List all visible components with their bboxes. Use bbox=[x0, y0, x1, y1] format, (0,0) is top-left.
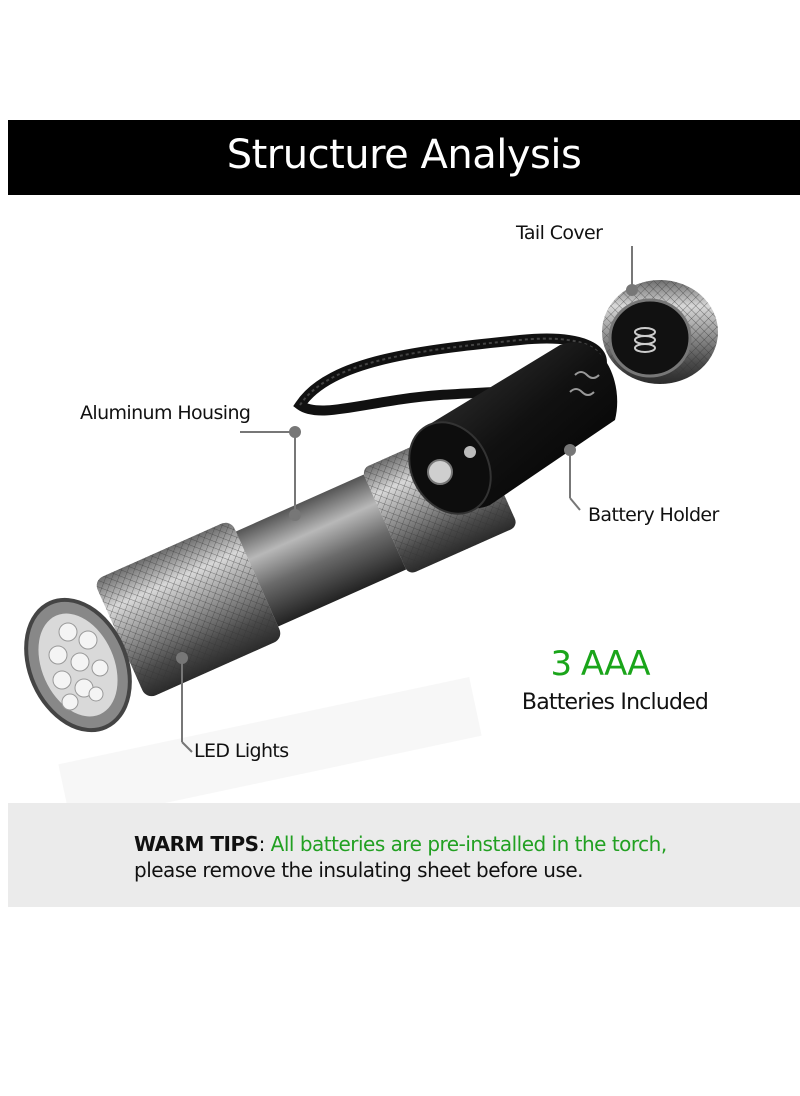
page-title: Structure Analysis bbox=[226, 132, 582, 178]
tail-cover-shape bbox=[602, 280, 718, 384]
label-battery-holder: Battery Holder bbox=[588, 504, 719, 526]
warm-tips-text: WARM TIPS: All batteries are pre-install… bbox=[134, 831, 667, 883]
warm-tips-line1: All batteries are pre-installed in the t… bbox=[270, 832, 668, 856]
battery-count: 3 AAA bbox=[550, 644, 650, 684]
label-aluminum-housing: Aluminum Housing bbox=[80, 402, 251, 424]
label-tail-cover: Tail Cover bbox=[516, 222, 603, 244]
title-banner: Structure Analysis bbox=[8, 120, 800, 195]
warm-tips-box: WARM TIPS: All batteries are pre-install… bbox=[8, 803, 800, 907]
label-led-lights: LED Lights bbox=[194, 740, 289, 762]
warm-tips-title: WARM TIPS bbox=[134, 832, 259, 856]
callout-lines bbox=[176, 246, 638, 753]
batteries-included-text: Batteries Included bbox=[521, 690, 709, 715]
led-head bbox=[24, 597, 132, 733]
warm-tips-colon: : bbox=[258, 832, 271, 856]
battery-holder-shape bbox=[408, 342, 618, 515]
warm-tips-line2: please remove the insulating sheet befor… bbox=[134, 858, 584, 882]
